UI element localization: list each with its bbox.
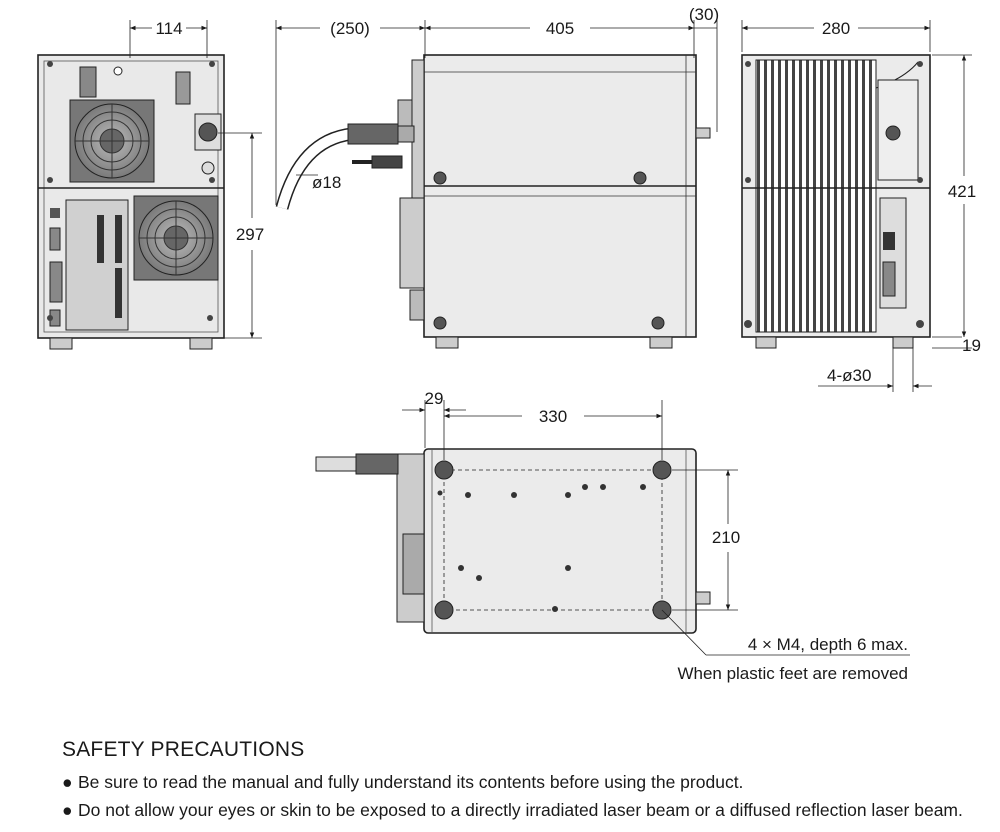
mounting-note-line1: 4 × M4, depth 6 max. [748, 635, 908, 654]
dimension-label: 330 [539, 407, 567, 426]
bottom-view [315, 448, 711, 634]
safety-list: ●Be sure to read the manual and fully un… [62, 768, 992, 824]
dimension-overall-height: 421 [932, 54, 976, 349]
dimension-side-width: 280 [741, 19, 931, 52]
mounting-note-line2: When plastic feet are removed [677, 664, 908, 683]
dimension-label: ø18 [312, 173, 341, 192]
dimension-label: 421 [948, 182, 976, 201]
safety-item: ●Do not allow your eyes or skin to be ex… [62, 796, 992, 824]
dimension-label: 19 [962, 336, 981, 355]
dimension-label: 4-ø30 [827, 366, 871, 385]
dimension-foot-diameter: 4-ø30 [818, 348, 932, 392]
dimension-label: 210 [712, 528, 740, 547]
dimension-top-row: (250) 405 (30) [275, 5, 719, 205]
bullet-icon: ● [62, 772, 73, 792]
front-view [741, 54, 931, 349]
fan-icon [133, 195, 219, 281]
dimension-cable-diameter: ø18 [296, 173, 341, 192]
safety-item-text: Do not allow your eyes or skin to be exp… [78, 800, 963, 820]
dimension-label: 29 [425, 389, 444, 408]
dimension-foot-height: 19 [932, 336, 981, 355]
dimension-label: 405 [546, 19, 574, 38]
dimension-hole-pitch-x: 330 [444, 407, 662, 426]
rear-view [37, 54, 225, 350]
safety-item: ●Be sure to read the manual and fully un… [62, 768, 992, 796]
dimension-label: (30) [689, 5, 719, 24]
dimension-label: 280 [822, 19, 850, 38]
safety-item-text: Be sure to read the manual and fully und… [78, 772, 744, 792]
dimension-rear-width: 114 [129, 19, 208, 58]
mounting-hole-note: 4 × M4, depth 6 max. When plastic feet a… [661, 609, 910, 683]
bullet-icon: ● [62, 800, 73, 820]
dimension-label: (250) [330, 19, 370, 38]
dimension-bottom-offset: 29 [402, 389, 663, 460]
dimension-hole-pitch-y: 210 [672, 469, 740, 611]
safety-precautions: SAFETY PRECAUTIONS ●Be sure to read the … [62, 738, 992, 824]
dimension-label: 297 [236, 225, 264, 244]
dimension-rear-height: 297 [218, 132, 264, 339]
safety-title: SAFETY PRECAUTIONS [62, 738, 305, 761]
dimension-label: 114 [155, 19, 182, 38]
side-view [275, 54, 711, 349]
fan-icon [69, 99, 155, 183]
